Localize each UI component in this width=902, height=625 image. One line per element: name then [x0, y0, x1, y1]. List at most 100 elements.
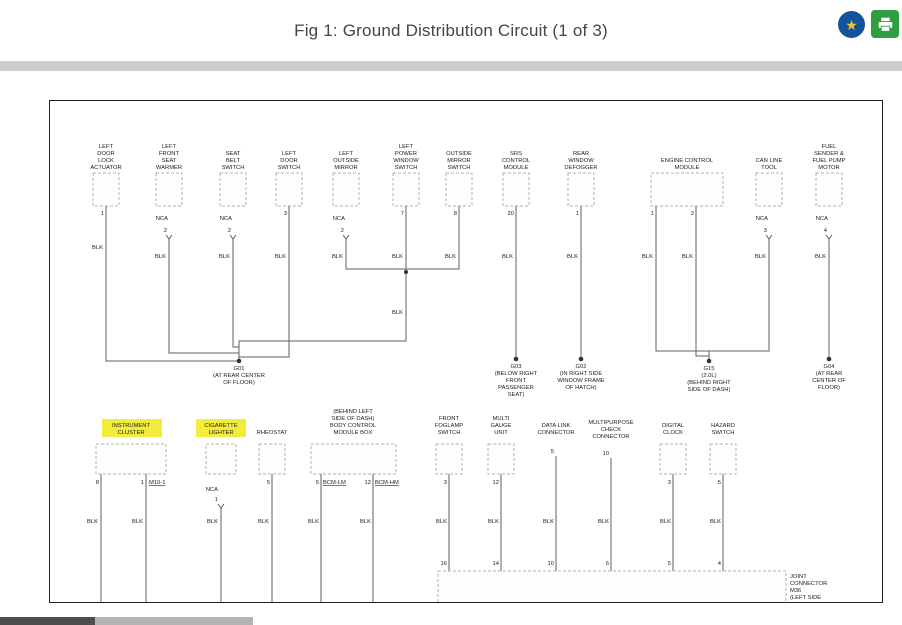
component-box: [205, 443, 237, 475]
component-box: [659, 443, 687, 475]
connector-arrow-icon: [165, 234, 173, 240]
wire: [345, 239, 406, 270]
component-box: [445, 172, 473, 207]
svg-text:2: 2: [164, 228, 167, 234]
svg-text:2: 2: [341, 228, 344, 234]
svg-text:PASSENGER: PASSENGER: [498, 385, 534, 391]
svg-text:UNIT: UNIT: [494, 430, 508, 436]
svg-text:LEFT: LEFT: [339, 151, 354, 157]
svg-text:BELT: BELT: [226, 158, 241, 164]
svg-text:FUEL PUMP: FUEL PUMP: [813, 158, 846, 164]
wiring-diagram-svg: LEFTDOORLOCKACTUATOR1BLKLEFTFRONTSEATWAR…: [87, 144, 846, 602]
svg-text:SEAT: SEAT: [162, 158, 177, 164]
svg-text:NCA: NCA: [220, 216, 232, 222]
figure-titlebar: Fig 1: Ground Distribution Circuit (1 of…: [0, 0, 902, 61]
svg-text:(BELOW RIGHT: (BELOW RIGHT: [495, 371, 538, 377]
svg-text:BLK: BLK: [567, 254, 578, 260]
wire: [709, 239, 770, 352]
svg-text:DIGITAL: DIGITAL: [662, 423, 685, 429]
svg-text:BLK: BLK: [543, 519, 554, 525]
svg-text:OF HATCH): OF HATCH): [565, 385, 596, 391]
svg-text:1: 1: [651, 211, 654, 217]
svg-text:ACTUATOR: ACTUATOR: [90, 165, 121, 171]
svg-text:1: 1: [101, 211, 104, 217]
ground-point-icon: [826, 356, 832, 362]
svg-text:4: 4: [824, 228, 828, 234]
svg-text:SRS: SRS: [510, 151, 522, 157]
svg-text:5: 5: [267, 480, 270, 486]
component-box: [155, 172, 183, 207]
svg-text:G15: G15: [704, 366, 715, 372]
svg-text:SWITCH: SWITCH: [395, 165, 418, 171]
svg-text:SWITCH: SWITCH: [278, 165, 301, 171]
svg-text:BLK: BLK: [92, 245, 103, 251]
svg-text:DOOR: DOOR: [97, 151, 114, 157]
svg-text:7: 7: [401, 211, 404, 217]
scrollbar-thumb[interactable]: [0, 617, 95, 625]
svg-text:5: 5: [316, 480, 319, 486]
bookmark-star-button[interactable]: ★: [838, 11, 865, 38]
svg-text:5: 5: [668, 561, 671, 567]
ground-point-icon: [236, 358, 242, 364]
print-button[interactable]: [871, 10, 899, 38]
svg-text:OUTSIDE: OUTSIDE: [333, 158, 359, 164]
svg-text:BLK: BLK: [488, 519, 499, 525]
svg-text:CONTROL: CONTROL: [502, 158, 531, 164]
connector-arrow-icon: [217, 503, 225, 509]
component-box: [755, 172, 783, 207]
svg-text:OF FLOOR): OF FLOOR): [223, 380, 255, 386]
svg-text:BLK: BLK: [360, 519, 371, 525]
component-box: [392, 172, 420, 207]
scrollbar-track[interactable]: [95, 617, 253, 625]
svg-text:BLK: BLK: [598, 519, 609, 525]
svg-text:ENGINE CONTROL: ENGINE CONTROL: [661, 158, 714, 164]
horizontal-scrollbar[interactable]: [0, 617, 902, 625]
svg-text:SEAT): SEAT): [508, 392, 525, 398]
component-box: [815, 172, 843, 207]
svg-text:LEFT: LEFT: [399, 144, 414, 150]
svg-text:MIRROR: MIRROR: [334, 165, 358, 171]
svg-text:BLK: BLK: [815, 254, 826, 260]
svg-text:LOCK: LOCK: [98, 158, 114, 164]
svg-text:16: 16: [441, 561, 447, 567]
svg-text:REAR: REAR: [573, 151, 589, 157]
component-box: [487, 443, 515, 475]
svg-text:G01: G01: [234, 366, 245, 372]
component-box: [502, 172, 530, 207]
svg-text:SIDE OF DASH): SIDE OF DASH): [688, 387, 731, 393]
component-box: [275, 172, 303, 207]
svg-text:MOTOR: MOTOR: [818, 165, 839, 171]
svg-text:1: 1: [576, 211, 579, 217]
svg-text:BLK: BLK: [642, 254, 653, 260]
svg-text:3: 3: [668, 480, 671, 486]
svg-text:BLK: BLK: [87, 519, 98, 525]
svg-text:LEFT: LEFT: [99, 144, 114, 150]
svg-text:10: 10: [548, 561, 554, 567]
svg-text:CONNECTOR: CONNECTOR: [790, 581, 827, 587]
svg-text:(AT REAR CENTER: (AT REAR CENTER: [213, 373, 265, 379]
svg-text:NCA: NCA: [333, 216, 345, 222]
component-box: [709, 443, 737, 475]
svg-text:BLK: BLK: [132, 519, 143, 525]
svg-text:OUTSIDE: OUTSIDE: [446, 151, 472, 157]
connector-arrow-icon: [765, 234, 773, 240]
ground-point-icon: [513, 356, 519, 362]
svg-text:FOGLAMP: FOGLAMP: [435, 423, 463, 429]
svg-text:2: 2: [691, 211, 694, 217]
svg-text:FRONT: FRONT: [506, 378, 526, 384]
svg-text:JOINT: JOINT: [790, 574, 807, 580]
svg-text:MULTIPURPOSE: MULTIPURPOSE: [588, 420, 633, 426]
svg-text:20: 20: [508, 211, 514, 217]
svg-text:BCM-LM: BCM-LM: [323, 480, 346, 486]
